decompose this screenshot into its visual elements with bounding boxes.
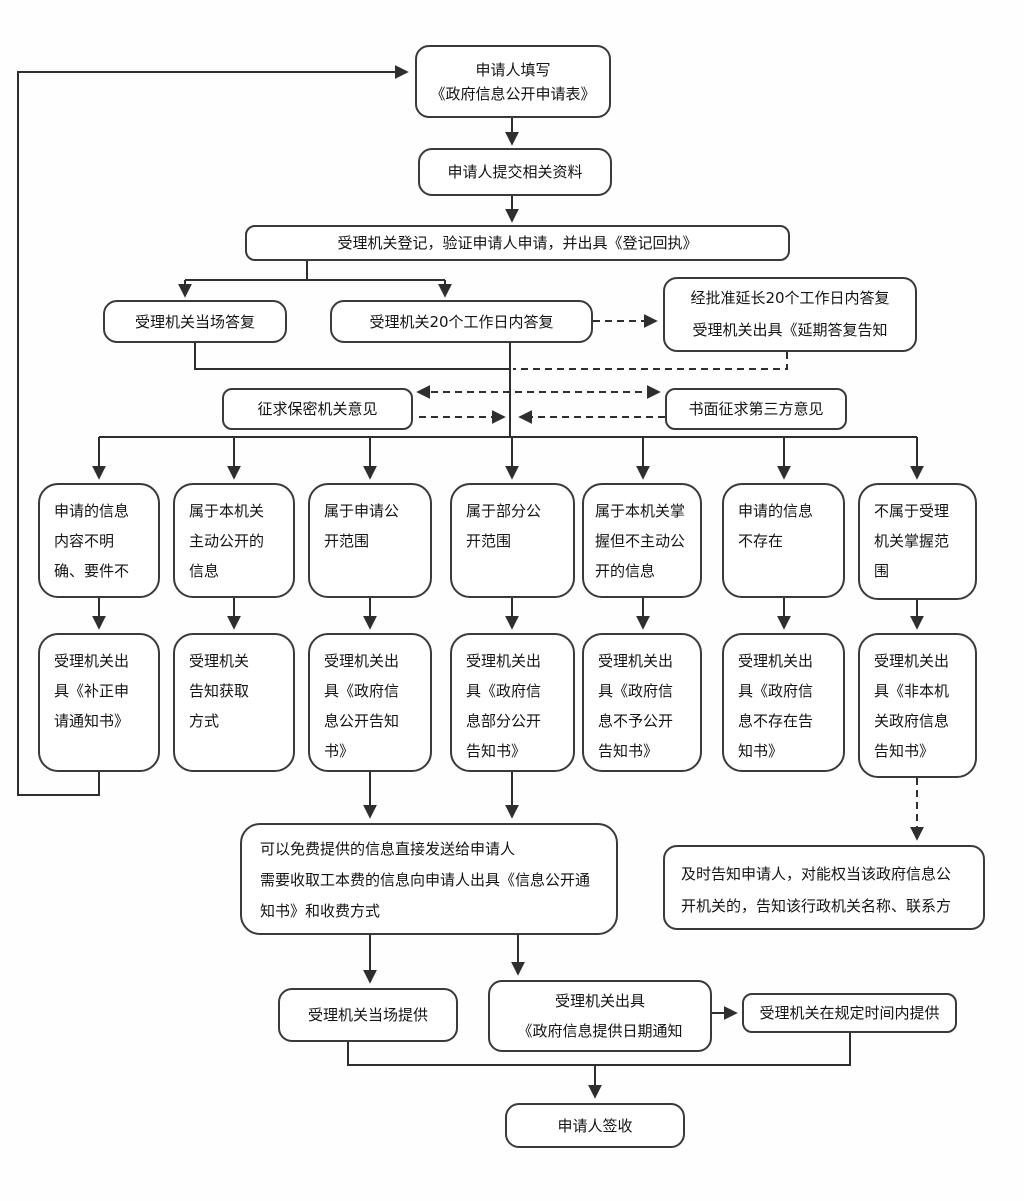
node-case-open-scope: 属于申请公 开范围 (308, 483, 432, 598)
merge-line-bottom (347, 1033, 851, 1066)
node-case-not-held: 不属于受理 机关掌握范 围 (858, 483, 977, 600)
node-provide-within-time: 受理机关在规定时间内提供 (742, 993, 957, 1033)
node-out-partial-notice: 受理机关出 具《政府信 息部分公开 告知书》 (450, 633, 575, 772)
node-reply-20days: 受理机关20个工作日内答复 (330, 300, 593, 343)
node-case-unclear: 申请的信息 内容不明 确、要件不 (38, 483, 160, 598)
node-out-disclosure-notice: 受理机关出 具《政府信 息公开告知 书》 (308, 633, 432, 772)
node-case-partial-open: 属于部分公 开范围 (450, 483, 575, 598)
node-reply-onsite: 受理机关当场答复 (103, 300, 287, 343)
node-provide-onsite: 受理机关当场提供 (278, 988, 458, 1042)
node-provide-date-notice: 受理机关出具 《政府信息提供日期通知 (488, 980, 712, 1052)
node-notify-other-organ: 及时告知申请人，对能权当该政府信息公 开机关的，告知该行政机关名称、联系方 (663, 845, 985, 930)
node-sign-receipt: 申请人签收 (505, 1103, 685, 1148)
feedback-loop-arrow (17, 65, 409, 796)
solid-connectors (17, 65, 924, 1099)
node-register: 受理机关登记，验证申请人申请，并出具《登记回执》 (245, 225, 790, 261)
node-case-not-exist: 申请的信息 不存在 (722, 483, 845, 598)
dashed-connectors (416, 314, 924, 841)
node-case-proactive-public: 属于本机关 主动公开的 信息 (173, 483, 295, 598)
node-delivery-info: 可以免费提供的信息直接发送给申请人 需要收取工本费的信息向申请人出具《信息公开通… (240, 823, 618, 935)
node-out-refusal-notice: 受理机关出 具《政府信 息不予公开 告知书》 (582, 633, 702, 772)
node-out-supplement-notice: 受理机关出 具《补正申 请通知书》 (38, 633, 160, 772)
node-ask-third-party: 书面征求第三方意见 (665, 388, 847, 430)
node-reply-extended: 经批准延长20个工作日内答复 受理机关出具《延期答复告知 (663, 277, 917, 352)
node-fill-form: 申请人填写 《政府信息公开申请表》 (415, 45, 611, 118)
node-ask-secrecy-organ: 征求保密机关意见 (222, 388, 413, 430)
line-onsite-to-center (194, 343, 510, 370)
node-submit-materials: 申请人提交相关资料 (418, 148, 612, 196)
node-case-held-not-public: 属于本机关掌 握但不主动公 开的信息 (582, 483, 702, 598)
node-out-not-exist-notice: 受理机关出 具《政府信 息不存在告 知书》 (722, 633, 845, 772)
node-out-other-organ-notice: 受理机关出 具《非本机 关政府信息 告知书》 (858, 633, 977, 778)
dashed-extended-down-left (513, 352, 788, 370)
node-out-how-to-obtain: 受理机关 告知获取 方式 (173, 633, 295, 772)
register-branch-stub (185, 261, 445, 281)
